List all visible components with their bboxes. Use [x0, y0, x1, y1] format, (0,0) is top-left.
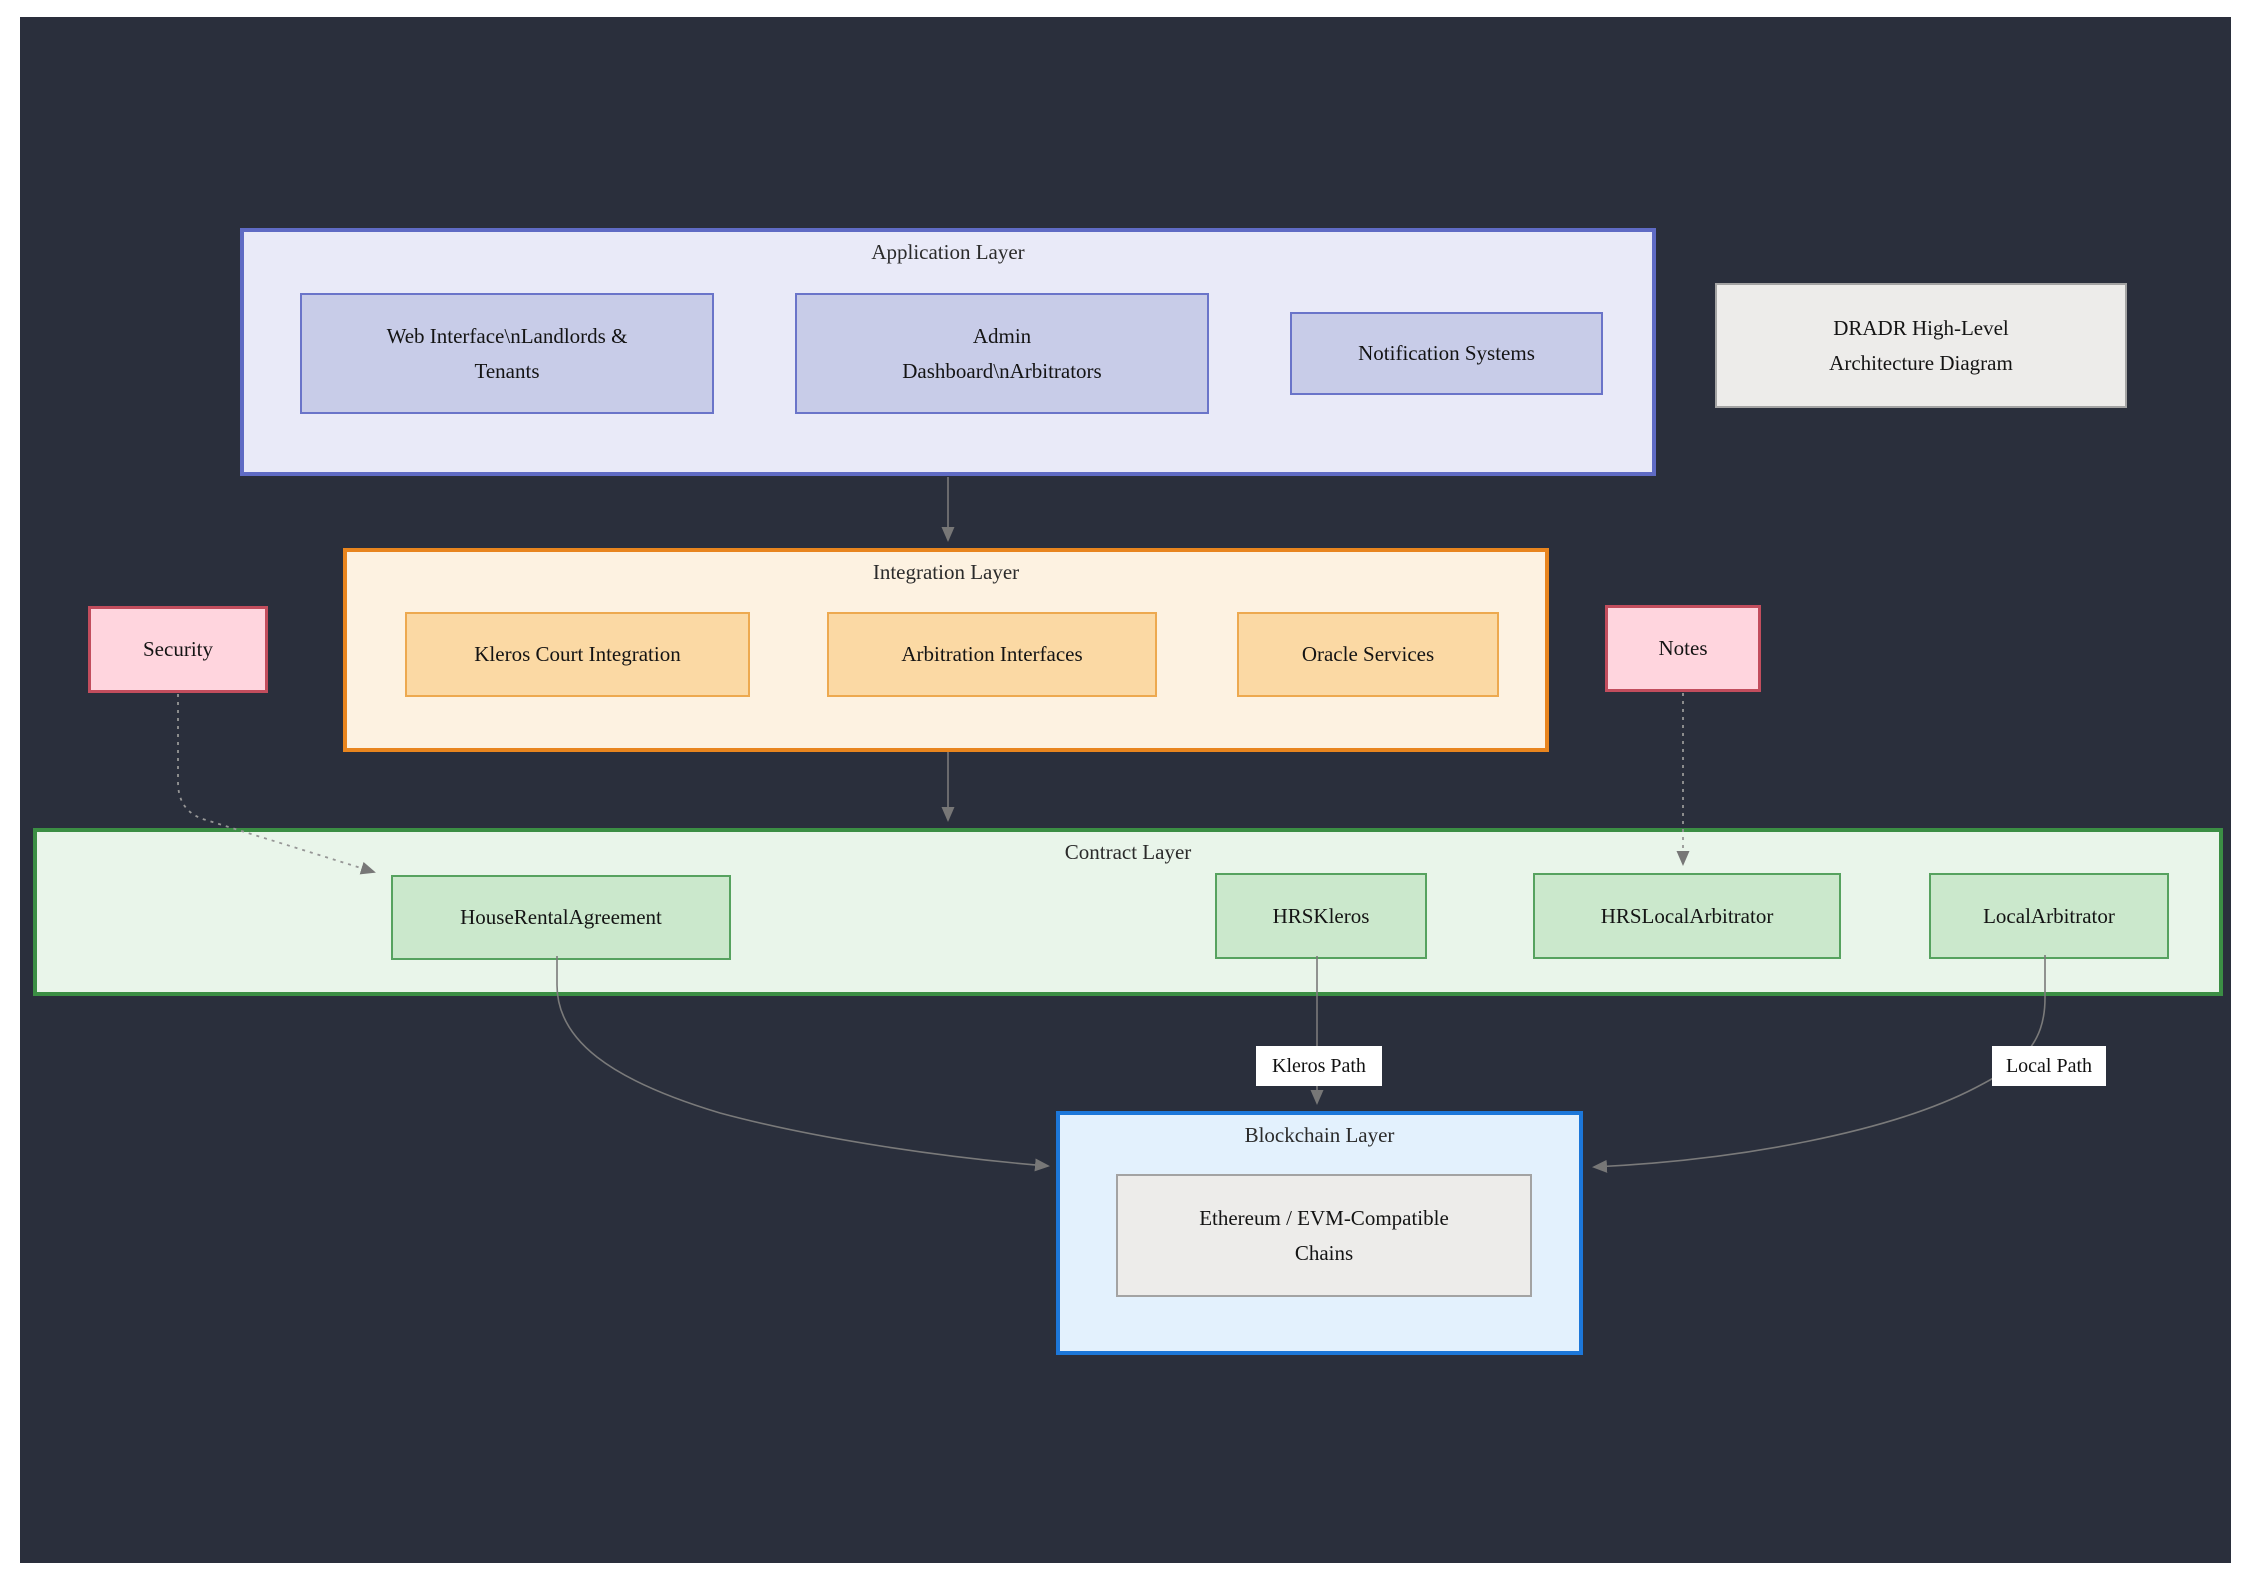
node-arbitration-interfaces: Arbitration Interfaces: [827, 612, 1157, 697]
blockchain-layer-title: Blockchain Layer: [1244, 1123, 1395, 1147]
node-oracle-services: Oracle Services: [1237, 612, 1499, 697]
node-ethereum-evm-chains: Ethereum / EVM-Compatible Chains: [1116, 1174, 1532, 1297]
contract-layer-container: Contract Layer HouseRentalAgreement HRSK…: [33, 828, 2223, 996]
node-security: Security: [88, 606, 268, 693]
node-notification-systems: Notification Systems: [1290, 312, 1603, 395]
node-admin-dashboard: Admin Dashboard\nArbitrators: [795, 293, 1209, 414]
blockchain-layer-container: Blockchain Layer Ethereum / EVM-Compatib…: [1056, 1111, 1583, 1355]
integration-layer-title: Integration Layer: [872, 560, 1020, 584]
note-dradr-title: DRADR High-Level Architecture Diagram: [1715, 283, 2127, 408]
application-layer-title: Application Layer: [871, 240, 1025, 264]
edge-label-kleros-path: Kleros Path: [1256, 1046, 1382, 1086]
contract-layer-title: Contract Layer: [1064, 840, 1192, 864]
node-web-interface: Web Interface\nLandlords & Tenants: [300, 293, 714, 414]
node-house-rental-agreement: HouseRentalAgreement: [391, 875, 731, 960]
node-hrs-local-arbitrator: HRSLocalArbitrator: [1533, 873, 1841, 959]
edge-label-local-path: Local Path: [1992, 1046, 2106, 1086]
node-hrs-kleros: HRSKleros: [1215, 873, 1427, 959]
integration-layer-container: Integration Layer Kleros Court Integrati…: [343, 548, 1549, 752]
application-layer-container: Application Layer Web Interface\nLandlor…: [240, 228, 1656, 476]
node-local-arbitrator: LocalArbitrator: [1929, 873, 2169, 959]
node-kleros-court-integration: Kleros Court Integration: [405, 612, 750, 697]
node-notes: Notes: [1605, 605, 1761, 692]
